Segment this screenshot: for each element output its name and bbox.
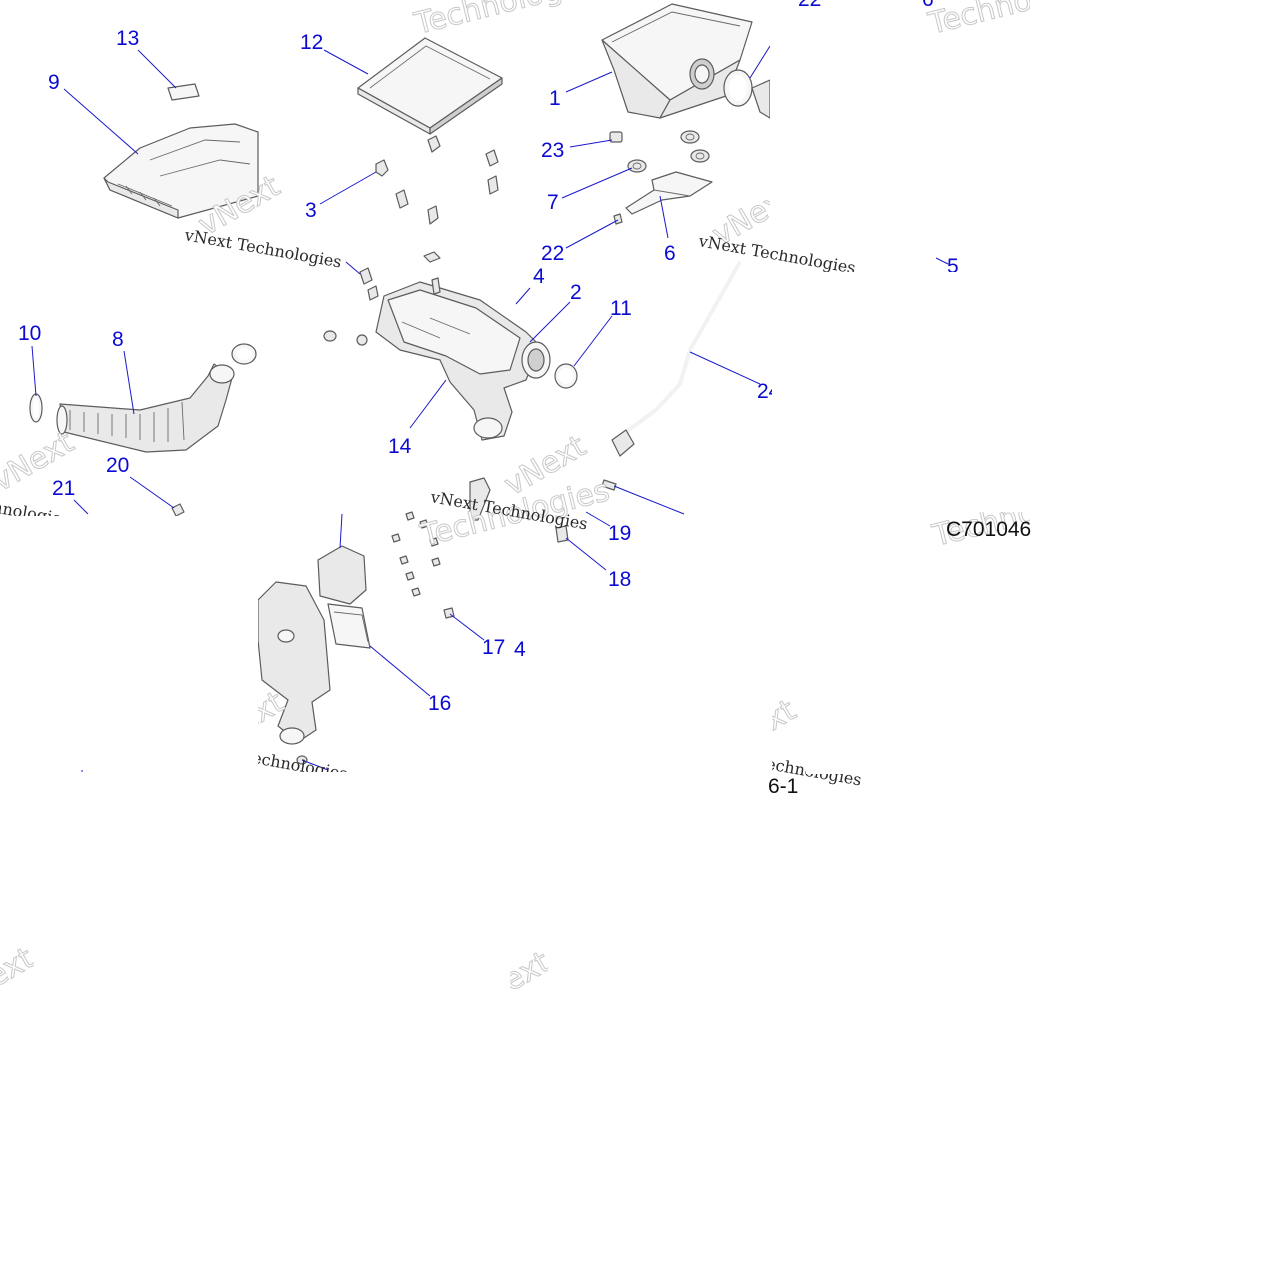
callout-5: 5 (947, 255, 959, 278)
callout-18: 18 (608, 568, 631, 591)
callout-21: 21 (52, 477, 75, 500)
callouts: 1 2 3 4 4 5 6 6 7 8 9 10 11 12 13 14 15 … (18, 0, 959, 745)
lower-duct (257, 581, 331, 745)
part-9-airbox-cover (103, 123, 259, 219)
callout-9: 9 (48, 71, 60, 94)
callout-23: 23 (541, 139, 564, 162)
part-22-clamp-top (723, 69, 771, 119)
watermark-fragments-lower: vNext vNext (0, 940, 1028, 1050)
lower-filter-housing (317, 545, 367, 605)
part-16-filter-pad (327, 603, 371, 649)
callout-4-lower: 4 (514, 638, 526, 661)
lower-screws (391, 511, 455, 619)
part-10-clamp (29, 393, 43, 423)
callout-2: 2 (570, 281, 582, 304)
duct-fasteners (323, 251, 441, 346)
part-24-breather-tube (611, 261, 742, 457)
part-20-screw (171, 503, 185, 517)
callout-14: 14 (388, 435, 412, 458)
part-12-air-filter (357, 37, 503, 135)
callout-12: 12 (300, 31, 323, 54)
hose-clamp-upper (231, 343, 257, 365)
callout-22-top: 22 (798, 0, 821, 11)
part-13-decal (167, 83, 200, 101)
callout-19: 19 (608, 522, 631, 545)
callout-4-upper: 4 (533, 265, 545, 288)
callout-6-bracket: 6 (664, 242, 676, 265)
callout-3: 3 (305, 199, 317, 222)
callout-16: 16 (428, 692, 451, 715)
leader-lines (31, 45, 949, 773)
reference-code: C701046 (946, 518, 1031, 541)
hose-fitting-lower (469, 477, 491, 521)
part-14-intake-duct (375, 281, 551, 441)
watermark-outline-1: Technologies (410, 0, 606, 42)
callout-20: 20 (106, 454, 129, 477)
part-22-screw-mid (613, 213, 623, 225)
part-8-intake-hose (56, 363, 235, 453)
callout-13: 13 (116, 27, 139, 50)
callout-7: 7 (547, 191, 559, 214)
part-6-bracket (625, 171, 713, 215)
callout-22-mid: 22 (541, 242, 564, 265)
part-23-clip (609, 131, 623, 143)
callout-6-top: 6 (922, 0, 934, 11)
part-11-clamp (554, 363, 578, 389)
callout-8: 8 (112, 328, 124, 351)
callout-11: 11 (610, 297, 632, 320)
callout-1: 1 (549, 87, 561, 110)
part-3-clips (375, 135, 499, 225)
callout-17: 17 (482, 636, 505, 659)
part-19-fitting (601, 479, 617, 491)
callout-10: 10 (18, 322, 41, 345)
page-fragment: 6-1 (768, 775, 798, 798)
part-7-grommets (627, 130, 710, 173)
part-1-airbox (601, 3, 753, 119)
